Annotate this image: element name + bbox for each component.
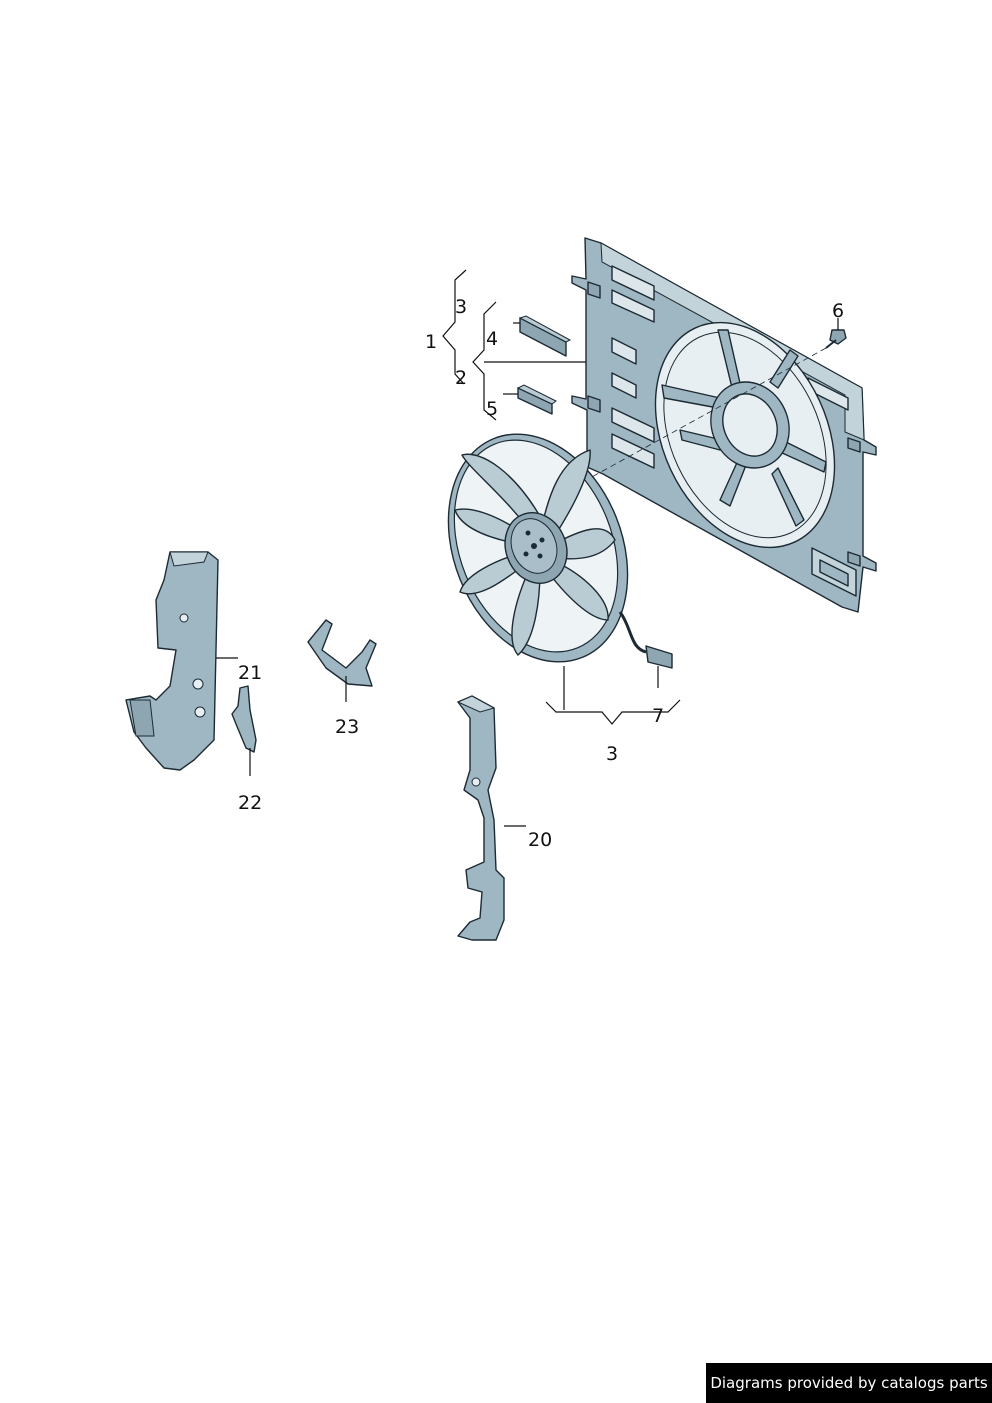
callout-3-bottom: 3 (606, 743, 618, 765)
callout-1: 1 (425, 331, 437, 353)
callout-2: 2 (455, 367, 467, 389)
callout-6: 6 (832, 300, 844, 322)
radiator-fan[interactable] (416, 407, 673, 689)
bolt-6[interactable] (825, 329, 847, 349)
callout-7: 7 (652, 705, 664, 727)
callout-20: 20 (528, 829, 552, 851)
callout-22: 22 (238, 792, 262, 814)
air-guide-21[interactable] (125, 551, 219, 771)
callout-4: 4 (486, 328, 498, 350)
part-5-mount[interactable] (516, 384, 557, 415)
callout-21: 21 (238, 662, 262, 684)
callout-3-top: 3 (455, 296, 467, 318)
callout-23: 23 (335, 716, 359, 738)
fan-shroud-frame[interactable] (571, 237, 877, 613)
air-guide-20[interactable] (456, 695, 505, 941)
callout-5: 5 (486, 398, 498, 420)
bracket-22[interactable] (231, 685, 257, 753)
holder-23[interactable] (307, 619, 377, 687)
part-4-mount[interactable] (518, 315, 572, 357)
credit-banner: Diagrams provided by catalogs parts (706, 1363, 992, 1403)
leader-lines (216, 269, 839, 827)
